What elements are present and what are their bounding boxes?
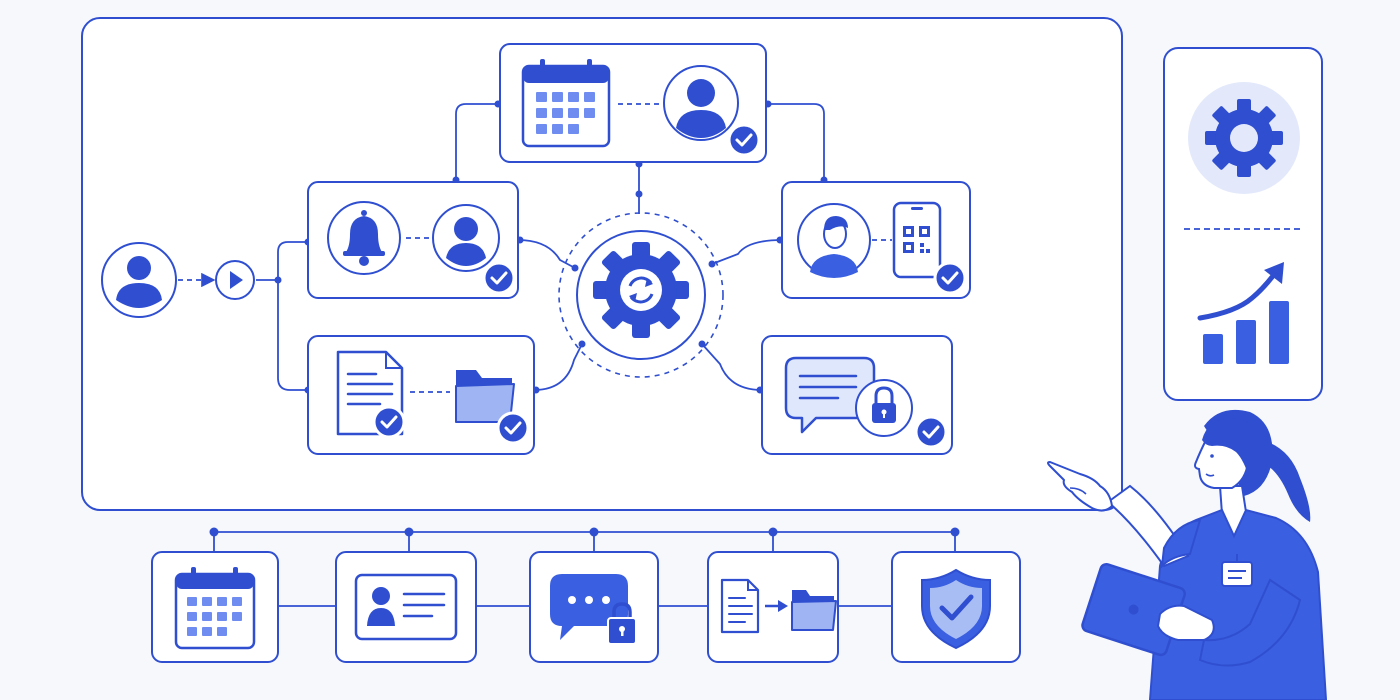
user-icon [432,204,500,272]
bell-icon [327,201,401,275]
user-icon [116,256,162,308]
play-icon [230,271,243,289]
card-documents[interactable] [307,335,535,455]
chat-bubble-icon [784,356,876,434]
step-chat-lock[interactable] [529,551,659,663]
side-panel [1163,47,1323,401]
chat-lock-icon [550,574,637,645]
step-security[interactable] [891,551,1021,663]
lock-icon [855,379,913,437]
qr-phone-icon [892,201,942,279]
step-document-transfer[interactable] [707,551,839,663]
gear-sync-icon [593,242,689,338]
bottom-timeline-connectors [213,531,956,607]
step-id-card[interactable] [335,551,477,663]
folder-icon [455,370,515,423]
person-icon [797,203,871,278]
user-icon [663,65,739,141]
card-scheduling[interactable] [499,43,767,163]
card-secure-messaging[interactable] [761,335,953,455]
connectors [178,103,825,391]
bottom-timeline-dots [209,527,960,537]
document-transfer-icon [720,578,837,634]
central-hub [558,212,724,378]
check-badge-icon [482,261,516,295]
step-calendar[interactable] [151,551,279,663]
check-badge-icon [933,261,967,295]
check-badge-icon [727,123,761,157]
calendar-icon [521,59,611,148]
check-badge-icon [914,415,948,449]
id-card-icon [354,573,458,641]
check-badge-icon [372,405,406,439]
shield-check-icon [921,568,991,650]
entry-user [101,242,177,318]
card-notifications[interactable] [307,181,519,299]
calendar-icon [174,567,256,650]
card-identity[interactable] [781,181,971,299]
check-badge-icon [496,411,530,445]
start-button[interactable] [215,260,255,300]
gear-icon [1205,99,1283,177]
nurse-with-tablet-icon [1047,409,1328,700]
growth-chart-icon [1197,262,1289,364]
